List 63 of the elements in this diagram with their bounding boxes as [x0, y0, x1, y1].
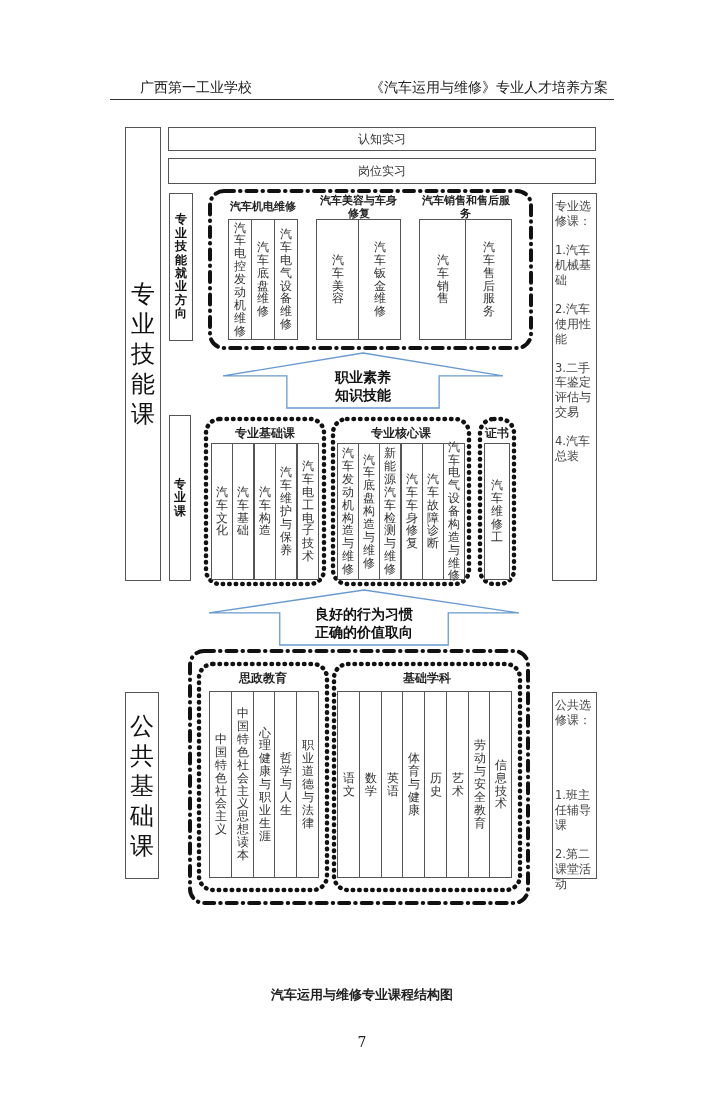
course-cell: 汽车维修工	[484, 443, 510, 580]
course-cell: 汽车发动机构造与维修	[337, 443, 359, 580]
course-cell: 汽车售后服务	[465, 219, 512, 340]
elective-box	[552, 193, 597, 581]
elective-item: 1.班主任辅导课	[555, 787, 592, 833]
course-cell: 新能源汽车检测与维修	[379, 443, 401, 580]
course-cell: 汽车电工电子技术	[297, 443, 319, 580]
internship-bar: 岗位实习	[168, 158, 596, 184]
figure-caption: 汽车运用与维修专业课程结构图	[271, 986, 453, 1004]
course-cell: 中国特色社会主义思想读本	[231, 691, 254, 878]
elective-item: 2.汽车使用性能	[555, 301, 592, 347]
category-box: 公共基础课	[125, 692, 159, 879]
course-cell: 信息技术	[489, 691, 512, 878]
course-cell: 汽车美容	[316, 219, 359, 340]
course-cell: 语文	[337, 691, 360, 878]
group-heading: 专业基础课	[234, 425, 296, 443]
elective-item: 3.二手车鉴定评估与交易	[555, 360, 592, 421]
course-cell: 汽车底盘构造与维修	[358, 443, 380, 580]
elective-item: 2.第二课堂活动	[555, 846, 592, 892]
course-cell: 心理健康与职业生涯	[253, 691, 276, 878]
category-box: 专业课	[169, 415, 191, 581]
group-heading: 汽车美容与车身修复	[319, 196, 398, 219]
elective-item: 1.汽车机械基础	[555, 242, 592, 288]
course-cell: 汽车车身修复	[401, 443, 423, 580]
course-cell: 汽车文化	[211, 443, 233, 580]
course-cell: 汽车电气设备维修	[274, 219, 298, 340]
course-cell: 中国特色社会主义	[209, 691, 232, 878]
elective-heading: 公共选修课：	[555, 698, 592, 728]
course-cell: 汽车销售	[419, 219, 466, 340]
arrow-text: 知识技能	[334, 387, 392, 404]
arrow-text: 良好的行为习惯	[314, 606, 414, 623]
course-cell: 劳动与安全教育	[468, 691, 491, 878]
group-heading: 基础学科	[402, 669, 452, 687]
course-cell: 职业道德与法律	[296, 691, 319, 878]
group-heading: 汽车机电维修	[229, 199, 297, 216]
document-title: 《汽车运用与维修》专业人才培养方案	[370, 79, 608, 97]
course-cell: 汽车构造	[254, 443, 276, 580]
group-heading: 证书	[484, 425, 510, 443]
category-box: 专业技能就业方向	[169, 193, 193, 341]
arrow-text: 职业素养	[333, 369, 392, 386]
course-cell: 汽车底盘维修	[251, 219, 275, 340]
course-cell: 历史	[424, 691, 447, 878]
elective-item: 4.汽车总装	[555, 434, 591, 465]
course-cell: 汽车电控发动机维修	[228, 219, 252, 340]
course-cell: 汽车基础	[232, 443, 254, 580]
arrow-text: 正确的价值取向	[314, 624, 414, 641]
elective-heading: 专业选修课：	[555, 199, 592, 229]
course-cell: 英语	[381, 691, 404, 878]
school-name: 广西第一工业学校	[140, 79, 252, 97]
course-cell: 艺术	[446, 691, 469, 878]
group-heading: 汽车销售和售后服务	[420, 196, 511, 219]
internship-bar: 认知实习	[168, 127, 596, 151]
page-number: 7	[357, 1034, 367, 1050]
group-heading: 思政教育	[238, 669, 288, 687]
course-cell: 哲学与人生	[274, 691, 297, 878]
course-cell: 体育与健康	[402, 691, 425, 878]
course-cell: 数学	[359, 691, 382, 878]
group-heading: 专业核心课	[370, 425, 432, 443]
course-cell: 汽车钣金维修	[358, 219, 401, 340]
course-cell: 汽车维护与保养	[275, 443, 297, 580]
category-box: 专业技能课	[125, 127, 161, 581]
course-cell: 汽车故障诊断	[422, 443, 444, 580]
course-cell: 汽车电气设备构造与维修	[443, 443, 465, 580]
